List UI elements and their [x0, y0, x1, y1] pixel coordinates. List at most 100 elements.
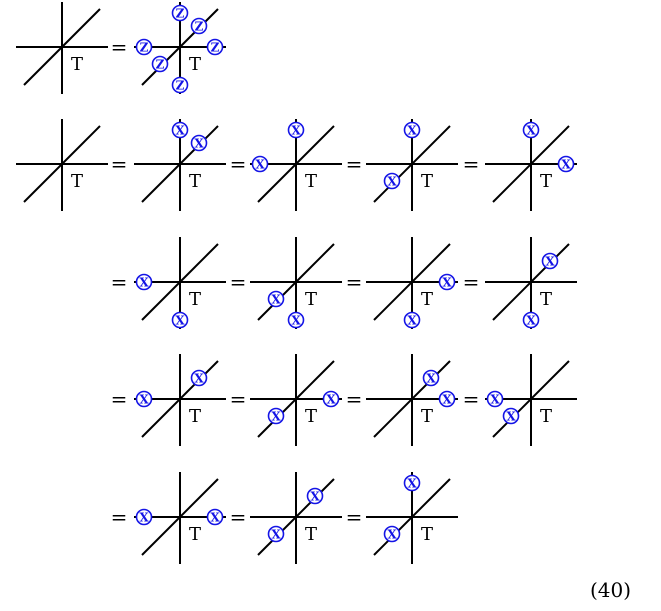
diagonal-leg: [373, 243, 451, 321]
operator-letter: X: [291, 124, 301, 138]
operator-letter: Z: [140, 41, 149, 55]
pauli-x-operator: X: [422, 369, 440, 387]
pauli-x-operator: X: [322, 390, 340, 408]
diagonal-leg: [492, 360, 570, 438]
pauli-x-operator: X: [135, 273, 153, 291]
operator-letter: X: [407, 314, 417, 328]
tensor-label: T: [189, 171, 201, 192]
operator-letter: X: [545, 255, 555, 269]
operator-circle: [403, 121, 421, 139]
operator-circle: [541, 252, 559, 270]
pauli-x-operator: X: [522, 121, 540, 139]
operator-circle: [287, 311, 305, 329]
operator-circle: [267, 290, 285, 308]
diagonal-leg: [492, 125, 570, 203]
operator-circle: [403, 311, 421, 329]
tensor-vertex: T X X: [366, 472, 458, 564]
pauli-x-operator: X: [383, 525, 401, 543]
operator-circle: [438, 273, 456, 291]
diagonal-leg: [23, 125, 101, 203]
pauli-x-operator: X: [287, 311, 305, 329]
operator-letter: Z: [176, 79, 185, 93]
tensor-label: T: [189, 289, 201, 310]
pauli-x-operator: X: [251, 155, 269, 173]
tensor-label: T: [421, 524, 433, 545]
tensor-label: T: [71, 54, 83, 75]
operator-circle: [190, 17, 208, 35]
pauli-x-operator: X: [135, 508, 153, 526]
tensor-label: T: [305, 289, 317, 310]
equation-number: (40): [590, 578, 632, 602]
tensor-vertex: TXX: [366, 354, 458, 446]
tensor-label: T: [71, 171, 83, 192]
diagonal-leg: [257, 125, 335, 203]
pauli-x-operator: X: [135, 390, 153, 408]
operator-letter: X: [255, 158, 265, 172]
operator-letter: X: [194, 372, 204, 386]
operator-circle: [383, 525, 401, 543]
diagonal-leg: [141, 243, 219, 321]
operator-letter: Z: [156, 58, 165, 72]
operator-letter: X: [139, 276, 149, 290]
tensor-vertex: T: [16, 2, 108, 94]
equals-sign: =: [230, 505, 247, 529]
operator-circle: [403, 474, 421, 492]
operator-letter: Z: [211, 41, 220, 55]
equals-sign: =: [230, 270, 247, 294]
operator-letter: X: [490, 393, 500, 407]
equals-sign: =: [346, 152, 363, 176]
pauli-x-operator: X: [403, 474, 421, 492]
tensor-label: T: [540, 289, 552, 310]
operator-circle: [522, 311, 540, 329]
pauli-x-operator: X: [287, 121, 305, 139]
operator-circle: [171, 121, 189, 139]
operator-circle: [135, 38, 153, 56]
equals-sign: =: [463, 270, 480, 294]
pauli-x-operator: X: [486, 390, 504, 408]
tensor-vertex: TXX: [250, 354, 342, 446]
operator-letter: Z: [176, 7, 185, 21]
equals-sign: =: [111, 35, 128, 59]
pauli-x-operator: X: [267, 525, 285, 543]
tensor-label: T: [305, 406, 317, 427]
operator-circle: [135, 508, 153, 526]
pauli-z-operator: Z: [190, 17, 208, 35]
operator-letter: X: [442, 393, 452, 407]
pauli-x-operator: X: [438, 273, 456, 291]
equals-sign: =: [346, 387, 363, 411]
pauli-x-operator: X: [190, 134, 208, 152]
operator-circle: [267, 525, 285, 543]
diagonal-leg: [257, 243, 335, 321]
equals-sign: =: [463, 152, 480, 176]
tensor-vertex: TXX: [134, 119, 226, 211]
pauli-x-operator: X: [171, 311, 189, 329]
operator-letter: X: [442, 276, 452, 290]
operator-circle: [171, 311, 189, 329]
operator-letter: X: [526, 314, 536, 328]
operator-circle: [422, 369, 440, 387]
pauli-z-operator: Z: [135, 38, 153, 56]
operator-letter: X: [407, 477, 417, 491]
operator-circle: [383, 172, 401, 190]
tensor-label: T: [189, 524, 201, 545]
tensor-vertex: TXX: [366, 237, 458, 329]
operator-circle: [190, 369, 208, 387]
pauli-z-operator: Z: [151, 55, 169, 73]
operator-circle: [190, 134, 208, 152]
operator-circle: [206, 508, 224, 526]
operator-letter: X: [426, 372, 436, 386]
operator-letter: X: [175, 314, 185, 328]
pauli-x-operator: X: [267, 407, 285, 425]
tensor-vertex: TXX: [485, 119, 577, 211]
operator-circle: [502, 407, 520, 425]
pauli-x-operator: X: [502, 407, 520, 425]
tensor-label: T: [421, 171, 433, 192]
tensor-vertex: TXX: [250, 237, 342, 329]
operator-circle: [135, 390, 153, 408]
operator-letter: X: [139, 511, 149, 525]
equals-sign: =: [230, 387, 247, 411]
operator-letter: Z: [195, 20, 204, 34]
